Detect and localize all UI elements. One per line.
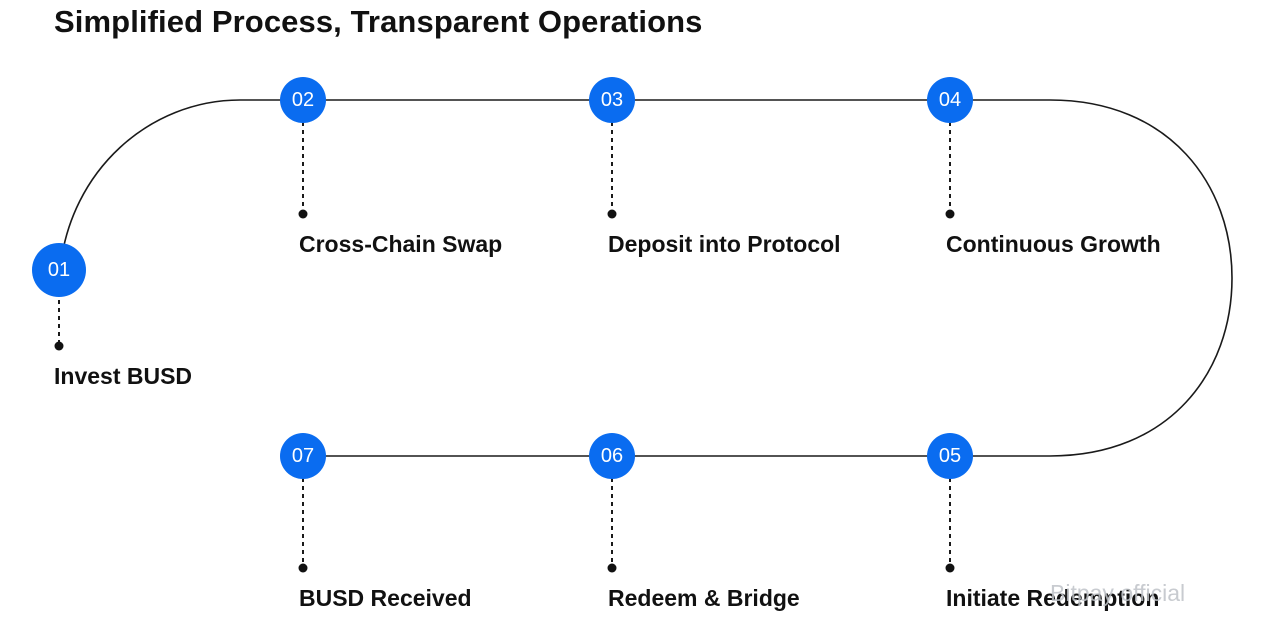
step-badge-01 [32, 243, 86, 297]
step-badge-04 [927, 77, 973, 123]
step-number-07: 07 [291, 445, 315, 467]
connector-05 [945, 478, 955, 573]
step-number-02: 02 [291, 89, 315, 111]
step-label-06: Redeem & Bridge [608, 585, 800, 611]
step-label-05: Initiate Redemption [946, 585, 1160, 611]
step-badge-03 [589, 77, 635, 123]
step-number-05: 05 [938, 445, 962, 467]
step-badge-02 [280, 77, 326, 123]
connector-07 [298, 478, 308, 573]
step-number-01: 01 [47, 259, 71, 281]
step-badge-06 [589, 433, 635, 479]
page-title: Simplified Process, Transparent Operatio… [54, 4, 703, 39]
step-number-06: 06 [600, 445, 624, 467]
flow-track [59, 99, 1233, 457]
connector-04 [945, 122, 955, 219]
watermark: Bitpay official [1050, 580, 1186, 606]
step-label-01: Invest BUSD [54, 363, 193, 389]
step-number-04: 04 [938, 89, 962, 111]
connector-01 [54, 292, 64, 351]
connector-02 [298, 122, 308, 219]
step-badge-05 [927, 433, 973, 479]
step-badge-07 [280, 433, 326, 479]
step-number-03: 03 [600, 89, 624, 111]
connector-06 [607, 478, 617, 573]
step-label-02: Cross-Chain Swap [299, 231, 503, 257]
step-label-04: Continuous Growth [946, 231, 1161, 257]
step-label-07: BUSD Received [299, 585, 472, 611]
step-label-03: Deposit into Protocol [608, 231, 841, 257]
connector-03 [607, 122, 617, 219]
